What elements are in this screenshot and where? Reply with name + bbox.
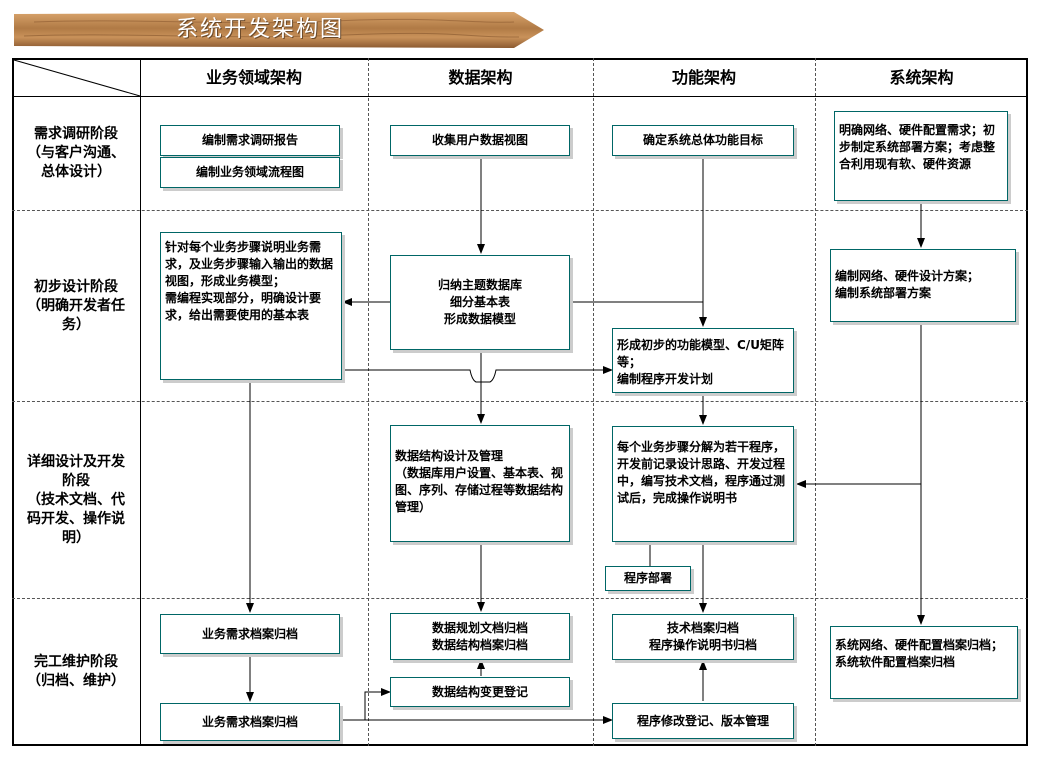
- box-business-steps: 针对每个业务步骤说明业务需求，及业务步骤输入输出的数据视图，形成业务模型； 需编…: [160, 232, 342, 380]
- arrow-to-data-change: [364, 688, 391, 720]
- column-header-business: 业务领域架构: [205, 68, 302, 87]
- box-data-structure-design: 数据结构设计及管理 （数据库用户设置、基本表、视图、序列、存储过程等数据结构管理…: [390, 425, 570, 542]
- row-header-label: 完工维护阶段 （归档、维护）: [27, 654, 125, 689]
- page-title: 系统开发架构图: [175, 17, 344, 42]
- box-network-requirements: 明确网络、硬件配置需求；初步制定系统部署方案；考虑整合利用现有软、硬件资源: [834, 111, 1008, 201]
- box-function-goals: 确定系统总体功能目标: [612, 125, 794, 156]
- header-rule: [12, 96, 1028, 97]
- box-system-design: 编制网络、硬件设计方案； 编制系统部署方案: [830, 249, 1016, 322]
- box-requirement-report: 编制需求调研报告: [160, 125, 340, 156]
- row-header-preliminary: 初步设计阶段 （明确开发者任 务）: [14, 211, 138, 401]
- box-business-flowchart: 编制业务领域流程图: [160, 157, 340, 188]
- box-function-model: 形成初步的功能模型、C/U矩阵等； 编制程序开发计划: [612, 328, 794, 393]
- arrow-biz-to-func-model: [343, 366, 613, 383]
- column-divider: [368, 58, 369, 746]
- row-divider: [12, 401, 1028, 402]
- diagram-frame: [12, 58, 1028, 746]
- box-program-deployment: 程序部署: [605, 566, 691, 591]
- row-header-divider: [140, 58, 141, 746]
- row-header-label: 详细设计及开发 阶段 （技术文档、代 码开发、操作说 明）: [27, 453, 125, 546]
- box-data-archive: 数据规划文档归档 数据结构档案归档: [390, 613, 570, 660]
- row-header-requirements: 需求调研阶段 （与客户沟通、 总体设计）: [14, 97, 138, 210]
- box-business-archive: 业务需求档案归档: [160, 614, 340, 654]
- box-system-archive: 系统网络、硬件配置档案归档； 系统软件配置档案归档: [830, 626, 1018, 699]
- column-divider: [593, 58, 594, 746]
- row-header-label: 初步设计阶段 （明确开发者任 务）: [27, 278, 125, 333]
- row-divider: [12, 598, 1028, 599]
- row-header-label: 需求调研阶段 （与客户沟通、 总体设计）: [27, 126, 125, 180]
- box-data-model: 归纳主题数据库 细分基本表 形成数据模型: [390, 255, 570, 350]
- box-program-change-log: 程序修改登记、版本管理: [612, 703, 794, 739]
- row-header-maintenance: 完工维护阶段 （归档、维护）: [14, 599, 138, 745]
- column-divider: [815, 58, 816, 746]
- box-business-archive-2: 业务需求档案归档: [160, 703, 340, 741]
- column-header-system: 系统架构: [889, 68, 954, 87]
- row-header-detailed: 详细设计及开发 阶段 （技术文档、代 码开发、操作说 明）: [14, 402, 138, 598]
- box-program-development: 每个业务步骤分解为若干程序，开发前记录设计思路、开发过程中，编写技术文档，程序通…: [612, 426, 794, 542]
- box-collect-data-views: 收集用户数据视图: [390, 125, 570, 156]
- row-divider: [12, 210, 1028, 211]
- box-data-structure-change: 数据结构变更登记: [390, 677, 570, 707]
- column-header-function: 功能架构: [671, 68, 736, 87]
- box-technical-archive: 技术档案归档 程序操作说明书归档: [612, 614, 794, 660]
- column-header-data: 数据架构: [448, 68, 513, 87]
- title-banner: [14, 12, 544, 48]
